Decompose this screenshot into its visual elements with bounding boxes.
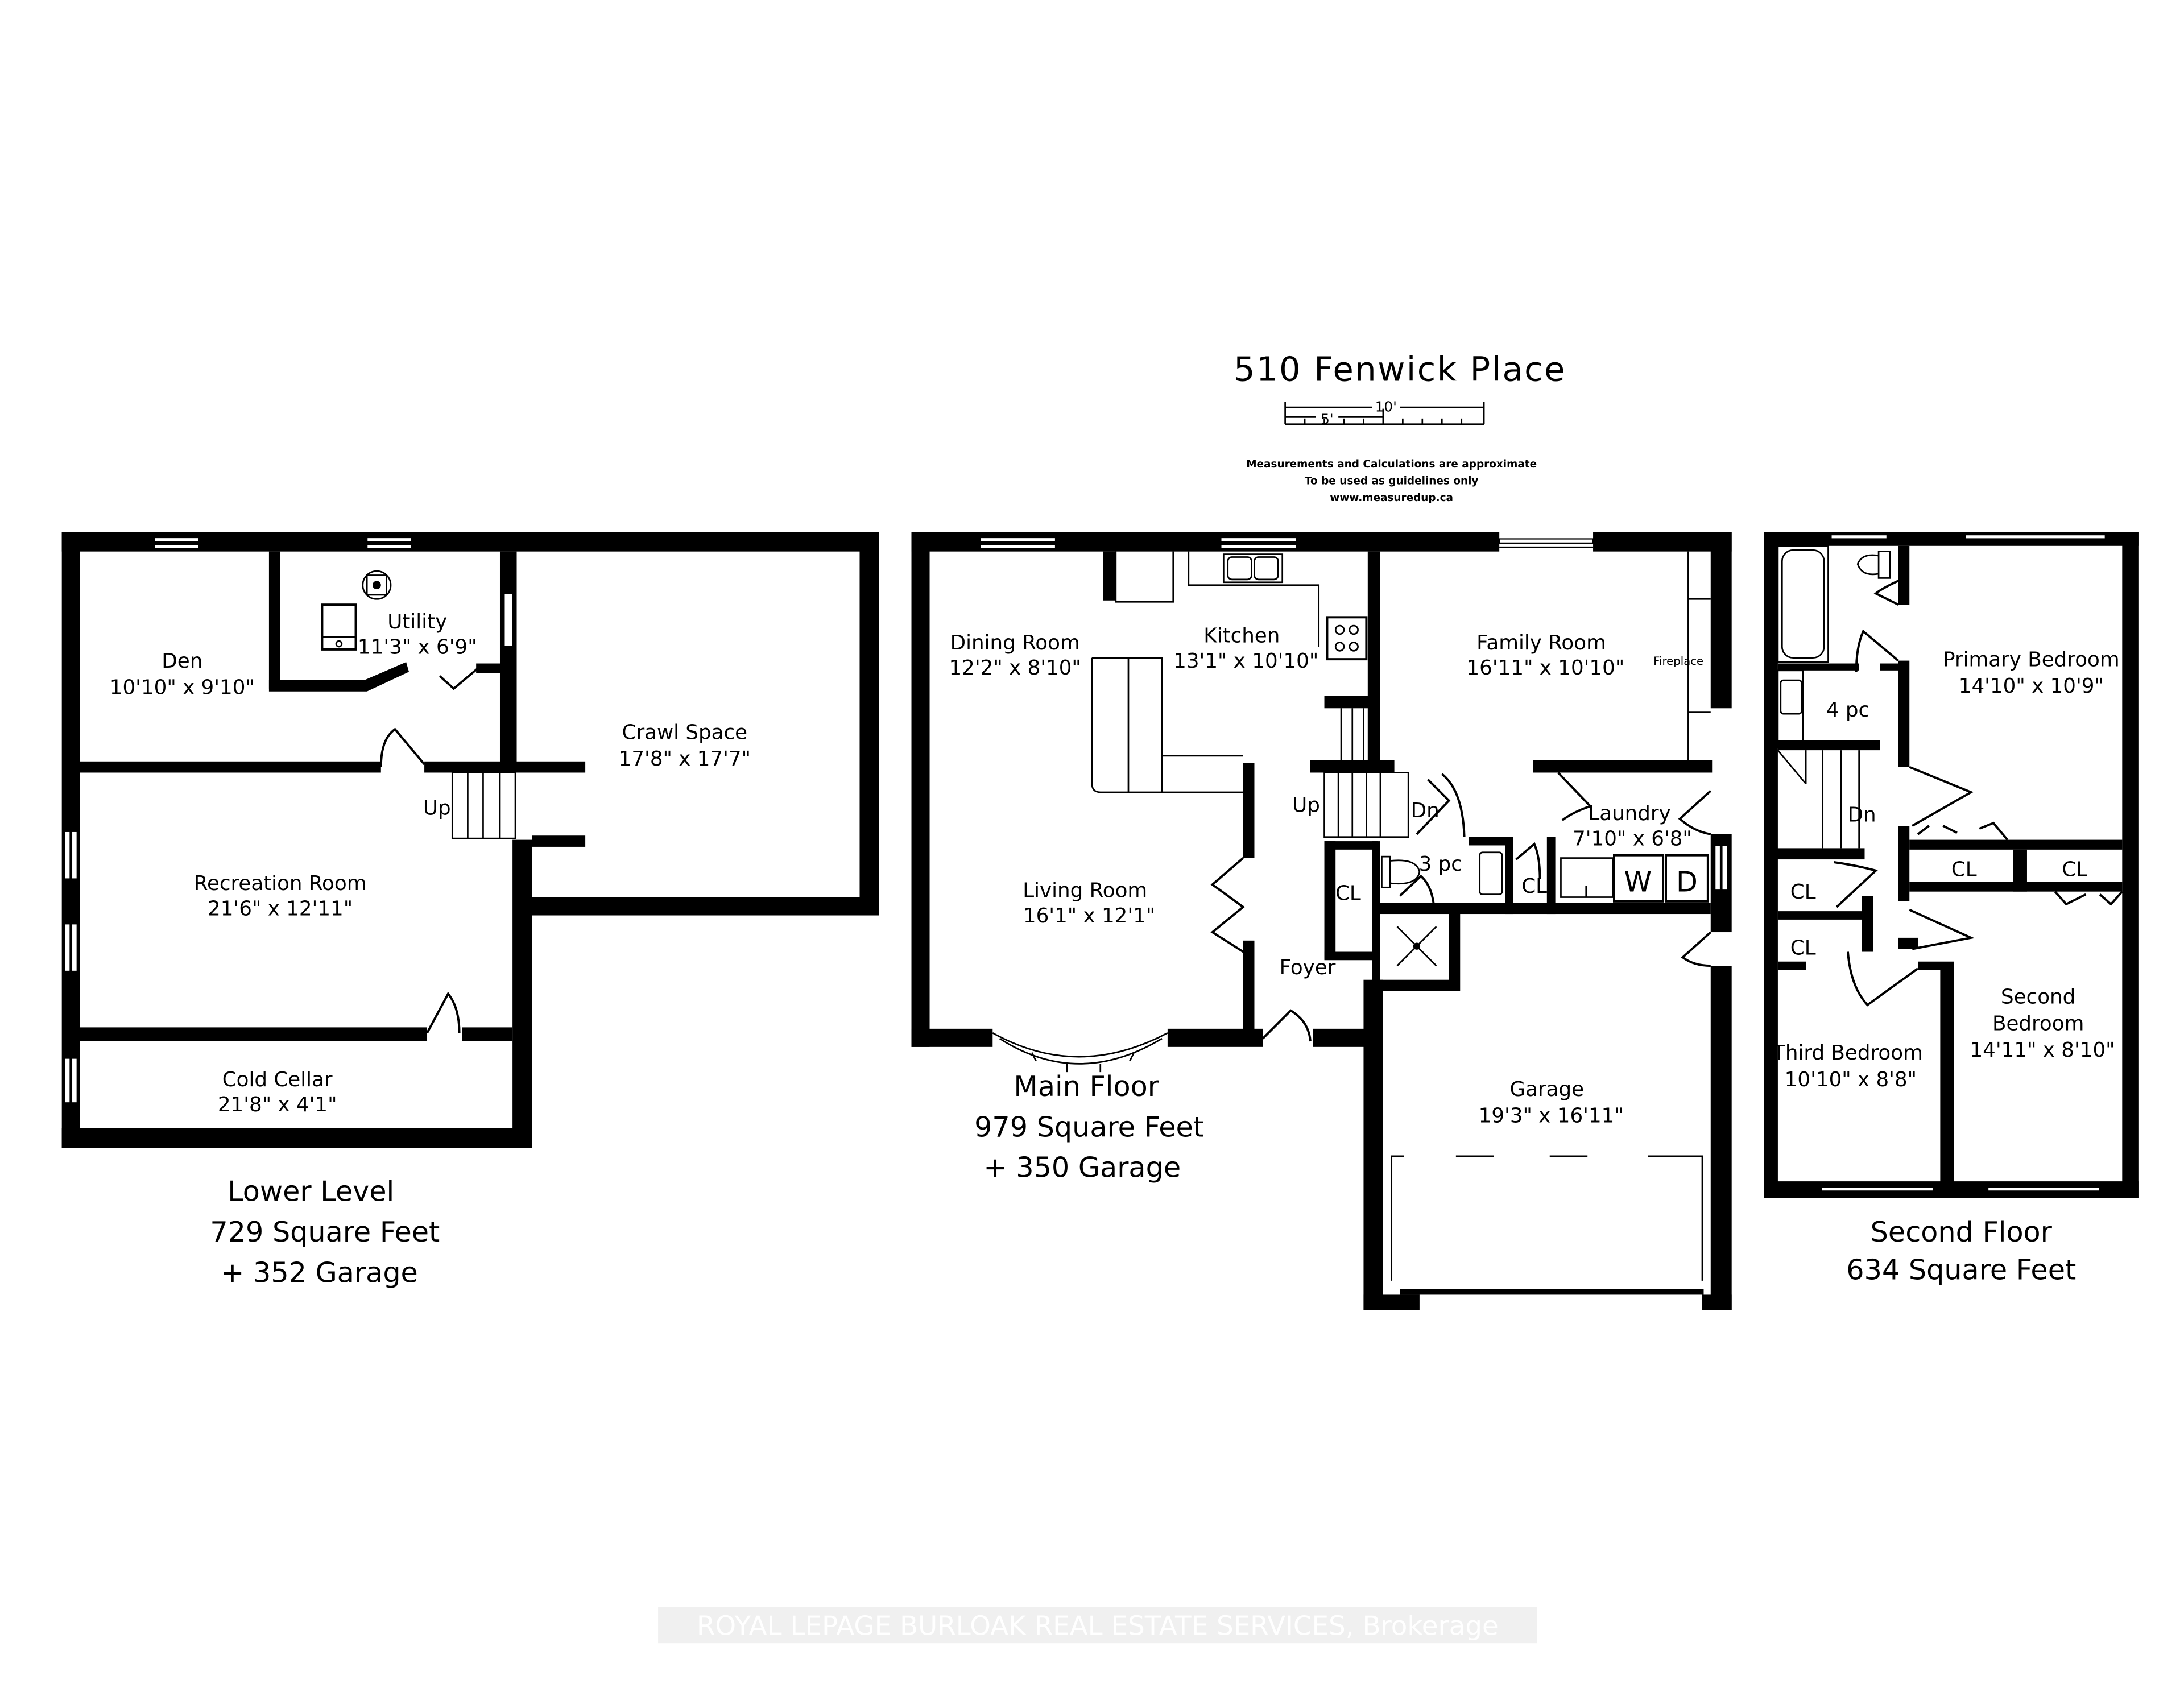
room-name-dining: Dining Room xyxy=(950,631,1080,655)
header: 510 Fenwick Place 10' 5' Measurements an… xyxy=(1234,349,1566,504)
room-name-second-bedroom-2: Bedroom xyxy=(1992,1012,2084,1035)
main-floor-caption-garage: + 350 Garage xyxy=(983,1151,1181,1184)
fireplace-label: Fireplace xyxy=(1653,655,1703,668)
second-floor-caption-title: Second Floor xyxy=(1871,1215,2053,1248)
lower-level-caption-area: 729 Square Feet xyxy=(210,1215,440,1248)
upper-stairs xyxy=(1777,750,1860,849)
main-floor-plan: W D Dining Room 12'2" x 8'10" Kitchen 13… xyxy=(911,532,1732,1310)
room-dims-laundry: 7'10" x 6'8" xyxy=(1573,827,1692,850)
lower-level-caption-title: Lower Level xyxy=(228,1175,394,1208)
room-name-garage: Garage xyxy=(1510,1078,1585,1101)
room-name-primary-bedroom: Primary Bedroom xyxy=(1943,648,2120,671)
room-name-3pc-bath: 3 pc xyxy=(1419,853,1462,876)
room-name-family: Family Room xyxy=(1476,631,1606,655)
toilet-icon xyxy=(1856,551,1891,579)
room-name-4pc-bath: 4 pc xyxy=(1826,698,1869,722)
stair-label-up: Up xyxy=(1292,793,1320,817)
room-name-foyer: Foyer xyxy=(1280,956,1336,979)
closet-label-foyer: CL xyxy=(1335,882,1361,905)
room-dims-second-bedroom: 14'11" x 8'10" xyxy=(1970,1039,2115,1062)
vanity-sink-icon xyxy=(1777,669,1804,748)
disclaimer-line-1: Measurements and Calculations are approx… xyxy=(1246,458,1537,470)
second-floor-caption-area: 634 Square Feet xyxy=(1846,1253,2076,1286)
closet-label-hall: CL xyxy=(1521,875,1547,898)
closet-label-3: CL xyxy=(1790,880,1816,904)
room-dims-primary-bedroom: 14'10" x 10'9" xyxy=(1959,675,2104,698)
main-stairs xyxy=(1323,708,1409,838)
room-dims-den: 10'10" x 9'10" xyxy=(110,676,255,700)
room-name-utility: Utility xyxy=(387,610,447,634)
scale-minor-label: 5' xyxy=(1321,411,1333,428)
room-dims-recreation: 21'6" x 12'11" xyxy=(208,897,353,921)
room-dims-cold-cellar: 21'8" x 4'1" xyxy=(218,1093,337,1116)
room-name-crawl-space: Crawl Space xyxy=(622,721,748,744)
bay-window xyxy=(992,1032,1168,1073)
furnace-icon xyxy=(321,603,357,651)
stair-label-dn: Dn xyxy=(1848,804,1876,827)
scale-bar: 10' 5' xyxy=(1284,399,1485,428)
room-dims-family: 16'11" x 10'10" xyxy=(1466,656,1624,680)
room-name-cold-cellar: Cold Cellar xyxy=(222,1068,333,1091)
bathtub-icon xyxy=(1777,545,1829,663)
water-heater-icon xyxy=(362,570,392,600)
room-name-recreation: Recreation Room xyxy=(194,872,367,895)
second-floor-plan: Primary Bedroom 14'10" x 10'9" 4 pc Dn C… xyxy=(1764,532,2139,1286)
closet-label-4: CL xyxy=(1790,936,1816,959)
room-dims-garage: 19'3" x 16'11" xyxy=(1479,1104,1624,1128)
lower-level-caption-garage: + 352 Garage xyxy=(221,1256,418,1289)
bath-sink-icon xyxy=(1479,851,1503,895)
stair-label-up: Up xyxy=(423,796,451,820)
stair-label-dn: Dn xyxy=(1411,799,1440,822)
closet-label-2: CL xyxy=(2062,858,2087,882)
room-name-kitchen: Kitchen xyxy=(1203,624,1280,648)
kitchen-sink-icon xyxy=(1227,556,1279,581)
room-dims-kitchen: 13'1" x 10'10" xyxy=(1173,649,1318,673)
room-name-living: Living Room xyxy=(1023,879,1147,903)
scale-major-label: 10' xyxy=(1375,399,1397,415)
main-floor-caption-area: 979 Square Feet xyxy=(974,1110,1204,1143)
main-floor-caption-title: Main Floor xyxy=(1014,1070,1159,1103)
room-dims-living: 16'1" x 12'1" xyxy=(1023,904,1155,928)
closet-label-1: CL xyxy=(1951,858,1977,882)
disclaimer-line-3: www.measuredup.ca xyxy=(1330,492,1453,504)
room-dims-crawl-space: 17'8" x 17'7" xyxy=(619,747,751,771)
disclaimer-line-2: To be used as guidelines only xyxy=(1305,475,1479,487)
room-name-second-bedroom-1: Second xyxy=(2001,986,2075,1009)
room-dims-third-bedroom: 10'10" x 8'8" xyxy=(1785,1068,1917,1091)
room-dims-utility: 11'3" x 6'9" xyxy=(358,635,477,659)
dryer-label: D xyxy=(1676,866,1698,899)
room-name-laundry: Laundry xyxy=(1588,802,1670,825)
watermark-text: ROYAL LEPAGE BURLOAK REAL ESTATE SERVICE… xyxy=(697,1611,1499,1641)
toilet-icon xyxy=(1381,855,1421,888)
property-title: 510 Fenwick Place xyxy=(1234,349,1566,388)
washer-label: W xyxy=(1624,866,1652,899)
room-name-third-bedroom: Third Bedroom xyxy=(1772,1041,1923,1065)
lower-level-plan: Den 10'10" x 9'10" Utility 11'3" x 6'9" … xyxy=(61,532,879,1289)
room-name-den: Den xyxy=(162,649,202,673)
stove-icon xyxy=(1326,616,1368,661)
mechanical-chase-icon xyxy=(1396,926,1437,967)
watermark: ROYAL LEPAGE BURLOAK REAL ESTATE SERVICE… xyxy=(658,1607,1537,1644)
room-dims-dining: 12'2" x 8'10" xyxy=(949,656,1081,680)
